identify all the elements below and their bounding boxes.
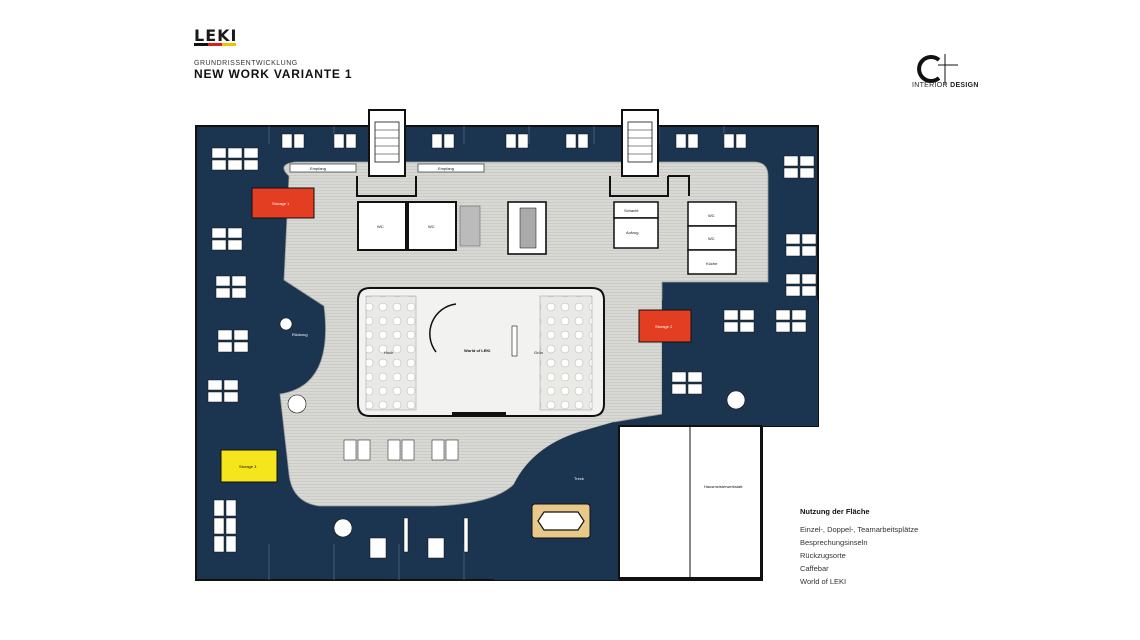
storage-label-3: Storage 3 xyxy=(239,464,257,469)
legend-item: Besprechungsinseln xyxy=(800,538,868,547)
workstations-top xyxy=(281,133,747,149)
designer-logo-mark xyxy=(917,54,958,84)
legend-item: Rückzugsorte xyxy=(800,551,846,560)
legend: Nutzung der Fläche Einzel-, Doppel-, Tea… xyxy=(800,507,918,588)
brand-name: LEKI xyxy=(194,26,238,45)
wc-room-3 xyxy=(687,201,737,227)
gruen-zone xyxy=(539,295,593,411)
wc-room-1 xyxy=(357,201,407,251)
empfang-label-2: Empfang xyxy=(438,166,454,171)
hoch-label: Hoch xyxy=(384,350,393,355)
world-of-leki-label: World of LEKI xyxy=(464,348,490,353)
stripe-black xyxy=(194,43,208,46)
storage-label-1: Storage 1 xyxy=(272,201,290,206)
lounge-area xyxy=(494,422,619,580)
schacht-label: Schacht xyxy=(624,208,639,213)
meeting-tables xyxy=(279,317,746,538)
storage-room-2 xyxy=(638,309,692,343)
stair-right xyxy=(621,109,659,177)
designer-logo-text: INTERIOR DESIGN xyxy=(912,82,984,89)
aufzug-room xyxy=(613,217,659,249)
storage-label-2: Storage 2 xyxy=(655,324,673,329)
legend-item: Einzel-, Doppel-, Teamarbeitsplätze xyxy=(800,525,919,534)
wc-label-2: WC xyxy=(428,224,435,229)
wc-label-4: WC xyxy=(708,236,715,241)
core-walls xyxy=(356,175,690,197)
storage-room-3 xyxy=(220,449,278,483)
wc-room-2 xyxy=(407,201,457,251)
coffee-counter xyxy=(519,207,537,249)
conference-table xyxy=(531,503,591,539)
reception-desk-2 xyxy=(417,163,485,173)
kueche-label: Küche xyxy=(706,261,718,266)
wc-room-4 xyxy=(687,225,737,251)
world-display-bar xyxy=(452,412,506,415)
team-desks-common xyxy=(343,439,459,461)
wc-label-3: WC xyxy=(708,213,715,218)
aufzug-label: Aufzug xyxy=(626,230,638,235)
stripe-yellow xyxy=(222,43,236,46)
treck-label: Treck xyxy=(574,476,584,481)
legend-item: Caffebar xyxy=(800,564,829,573)
stair-left xyxy=(368,109,406,177)
floor-plan: Empfang Empfang WC WC Schacht Aufzug WC … xyxy=(195,109,819,581)
stripe-red xyxy=(208,43,222,46)
empfang-label-1: Empfang xyxy=(310,166,326,171)
wc-label-1: WC xyxy=(377,224,384,229)
workstations-right xyxy=(671,155,817,395)
reception-desk-1 xyxy=(289,163,357,173)
storage-room-1 xyxy=(251,187,315,219)
page-subtitle: GRUNDRISSENTWICKLUNG xyxy=(194,60,298,67)
page-title: NEW WORK VARIANTE 1 xyxy=(194,67,353,81)
gruen-label: Grün xyxy=(534,350,543,355)
brand-stripe xyxy=(194,43,236,46)
legend-item: World of LEKI xyxy=(800,577,847,586)
rueckzug-label: Rückzug xyxy=(292,332,308,337)
world-display-panel xyxy=(511,325,518,357)
lower-lounge-seats xyxy=(369,517,469,559)
designer-text-bold: DESIGN xyxy=(950,82,979,89)
workstations-left xyxy=(207,147,259,553)
kueche-room xyxy=(687,249,737,275)
world-display-arc xyxy=(429,303,457,353)
lounge-seats xyxy=(459,205,481,247)
hausmeister-label: Hausmeisterwerkstatt xyxy=(704,484,743,489)
hoch-zone xyxy=(365,295,417,411)
designer-text-light: INTERIOR xyxy=(912,82,951,89)
legend-title: Nutzung der Fläche xyxy=(800,507,870,516)
